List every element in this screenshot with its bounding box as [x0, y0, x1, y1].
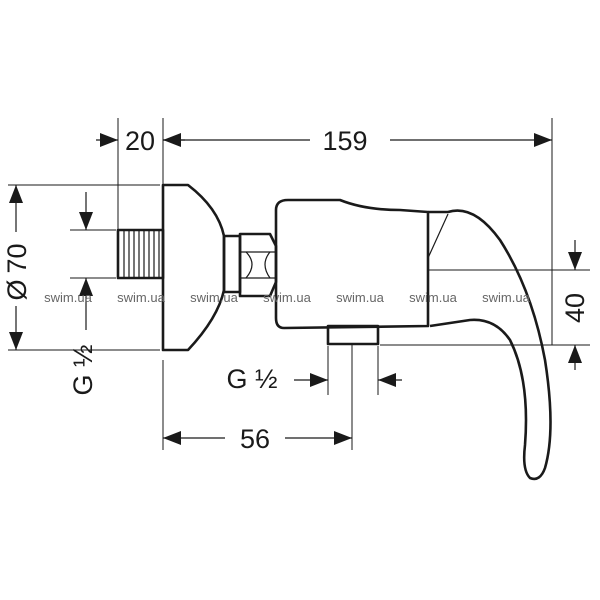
- mixer-body: [274, 198, 430, 330]
- dim-label-height: Ø 70: [2, 243, 32, 300]
- outlet-connection: [326, 324, 380, 346]
- watermark-text: swim.ua: [117, 290, 165, 305]
- dim-label-inlet-thread: G ½: [68, 344, 98, 395]
- diameter-symbol: Ø: [2, 280, 32, 301]
- hex-nut: [238, 232, 278, 298]
- inlet-thread-nipple: [116, 228, 165, 280]
- collar: [222, 234, 242, 294]
- watermark-row: swim.ua swim.ua swim.ua swim.ua swim.ua …: [44, 290, 530, 305]
- dim-label-wall-depth: 20: [125, 126, 155, 156]
- dim-label-outlet-offset: 56: [240, 424, 270, 454]
- lever-handle: [428, 209, 552, 481]
- dim-label-total-length: 159: [322, 126, 367, 156]
- dim-height: Ø 70: [2, 185, 32, 350]
- valve-body-outline: [116, 183, 552, 481]
- dim-total-length: 159: [163, 126, 552, 156]
- watermark-text: swim.ua: [409, 290, 457, 305]
- dim-label-lever-height: 40: [560, 293, 590, 323]
- dim-label-outlet-thread: G ½: [226, 364, 277, 394]
- watermark-text: swim.ua: [263, 290, 311, 305]
- dim-outlet-offset: 56: [163, 424, 352, 454]
- wall-flange: [161, 183, 226, 352]
- inlet-thread-lines: [123, 230, 160, 278]
- extension-lines: [8, 118, 590, 450]
- watermark-text: swim.ua: [336, 290, 384, 305]
- watermark-text: swim.ua: [44, 290, 92, 305]
- dim-wall-depth: 20: [96, 126, 185, 156]
- dim-outlet-thread: G ½: [226, 364, 402, 394]
- watermark-text: swim.ua: [482, 290, 530, 305]
- height-value: 70: [2, 243, 32, 273]
- dim-lever-height: 40: [560, 240, 590, 370]
- watermark-text: swim.ua: [190, 290, 238, 305]
- dim-inlet-thread: G ½: [68, 192, 98, 396]
